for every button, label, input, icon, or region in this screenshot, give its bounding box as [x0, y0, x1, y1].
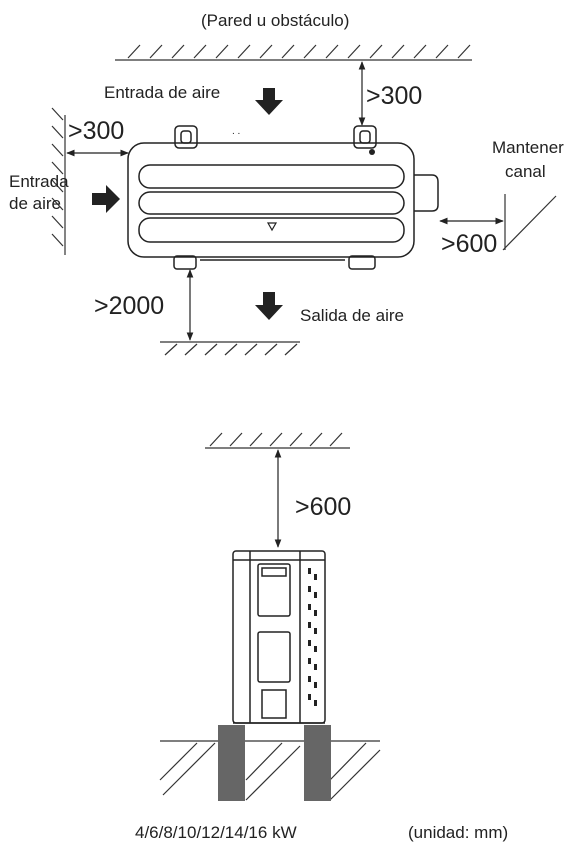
- left-wall-hatch: [51, 107, 66, 255]
- air-inlet-left-label-2: de aire: [9, 194, 61, 213]
- ground-hatch: [159, 740, 381, 801]
- floor-hatch-top: [160, 341, 300, 356]
- outdoor-unit-side-view: [232, 550, 326, 724]
- clearance-vertical-top: >600: [295, 493, 352, 521]
- ceiling-hatch-bottom: [205, 432, 350, 449]
- clearance-right: >600: [441, 230, 498, 258]
- wall-label: (Pared u obstáculo): [201, 11, 350, 30]
- unit-label: (unidad: mm): [408, 823, 509, 842]
- right-wall-hatch: [502, 194, 557, 251]
- maintain-channel-label-2: canal: [505, 162, 546, 181]
- air-inlet-top-arrow-icon: [255, 88, 283, 115]
- air-inlet-left-label-1: Entrada: [9, 172, 69, 191]
- clearance-front: >2000: [94, 292, 165, 320]
- air-inlet-left-arrow-icon: [92, 185, 120, 213]
- outdoor-unit-top-view: [127, 125, 439, 270]
- air-outlet-label: Salida de aire: [300, 306, 404, 325]
- support-block-right: [304, 725, 331, 801]
- clearance-top: >300: [366, 82, 423, 110]
- top-wall-hatch: [115, 44, 472, 61]
- support-block-left: [218, 725, 245, 801]
- air-inlet-top-label: Entrada de aire: [104, 83, 221, 102]
- svg-text:. .: . .: [232, 126, 240, 137]
- side-grille-dots: [308, 568, 317, 706]
- air-outlet-arrow-icon: [255, 292, 283, 320]
- maintain-channel-label-1: Mantener: [492, 138, 564, 157]
- drain-arrow-icon: [266, 222, 278, 232]
- clearance-left: >300: [68, 117, 125, 145]
- model-range-label: 4/6/8/10/12/14/16 kW: [135, 823, 297, 842]
